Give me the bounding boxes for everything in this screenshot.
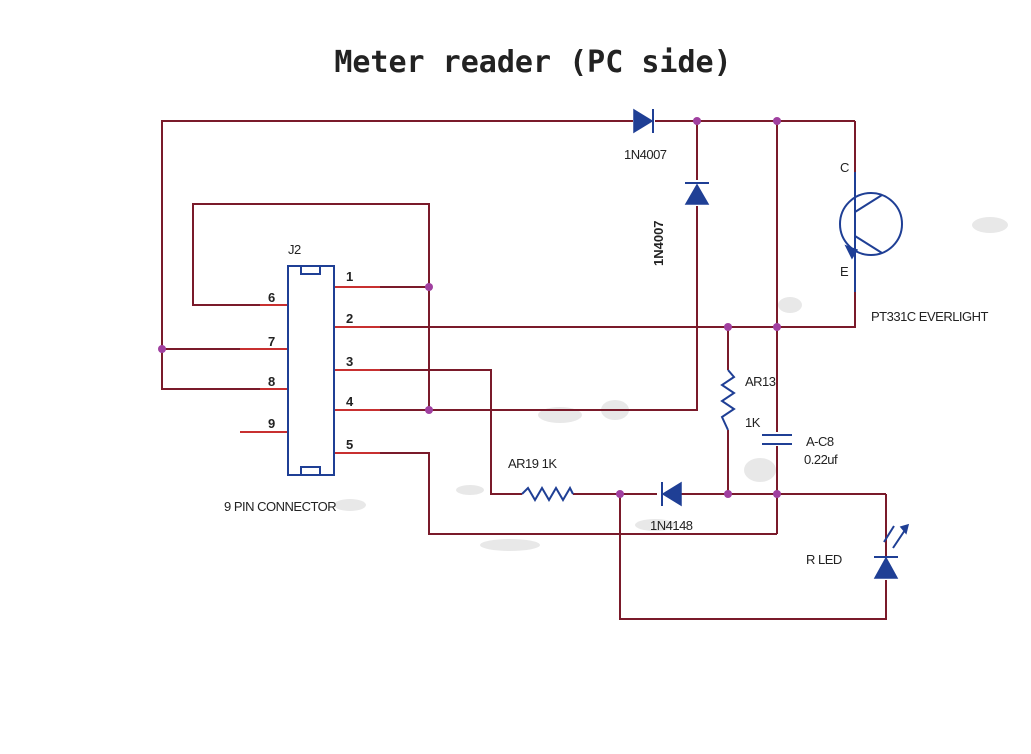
scan-artifacts: [334, 217, 1008, 551]
transistor-emitter-label: E: [840, 264, 849, 279]
capacitor-ac8: A-C8 0.22uf: [762, 434, 839, 467]
diode-top-label: 1N4007: [624, 147, 667, 162]
diode-vert-label: 1N4007: [651, 220, 666, 266]
resistor-ar19-label: AR19 1K: [508, 456, 557, 471]
led-label: R LED: [806, 552, 842, 567]
connector-j2: J2 9 PIN CONNECTOR 1 2 3 4 5 6 7 8 9: [224, 242, 354, 514]
diode-1n4007-top: 1N4007: [624, 108, 667, 162]
capacitor-ref: A-C8: [806, 434, 834, 449]
pin-label-7: 7: [268, 334, 275, 349]
resistor-ar13-ref: AR13: [745, 374, 776, 389]
transistor-label: PT331C EVERLIGHT: [871, 309, 989, 324]
pin-label-6: 6: [268, 290, 275, 305]
capacitor-value: 0.22uf: [804, 452, 838, 467]
phototransistor: C E PT331C EVERLIGHT: [839, 160, 989, 324]
diode-1n4007-vertical: 1N4007: [651, 182, 710, 266]
pin-stubs: [240, 286, 380, 454]
pin-label-2: 2: [346, 311, 353, 326]
resistor-ar13: AR13 1K: [720, 369, 776, 431]
pin-label-1: 1: [346, 269, 353, 284]
connector-label: 9 PIN CONNECTOR: [224, 499, 336, 514]
connector-ref: J2: [288, 242, 301, 257]
pin-label-5: 5: [346, 437, 353, 452]
junctions: [158, 117, 781, 498]
diode-1n4148: 1N4148: [650, 481, 693, 533]
red-led: R LED: [806, 523, 910, 579]
wires: [161, 120, 887, 620]
pin-label-8: 8: [268, 374, 275, 389]
pin-label-9: 9: [268, 416, 275, 431]
pin-label-4: 4: [346, 394, 354, 409]
resistor-ar13-value: 1K: [745, 415, 761, 430]
diagram-title: Meter reader (PC side): [334, 45, 731, 80]
diode-signal-label: 1N4148: [650, 518, 693, 533]
pin-label-3: 3: [346, 354, 353, 369]
resistor-ar19: AR19 1K: [508, 456, 574, 502]
transistor-collector-label: C: [840, 160, 849, 175]
